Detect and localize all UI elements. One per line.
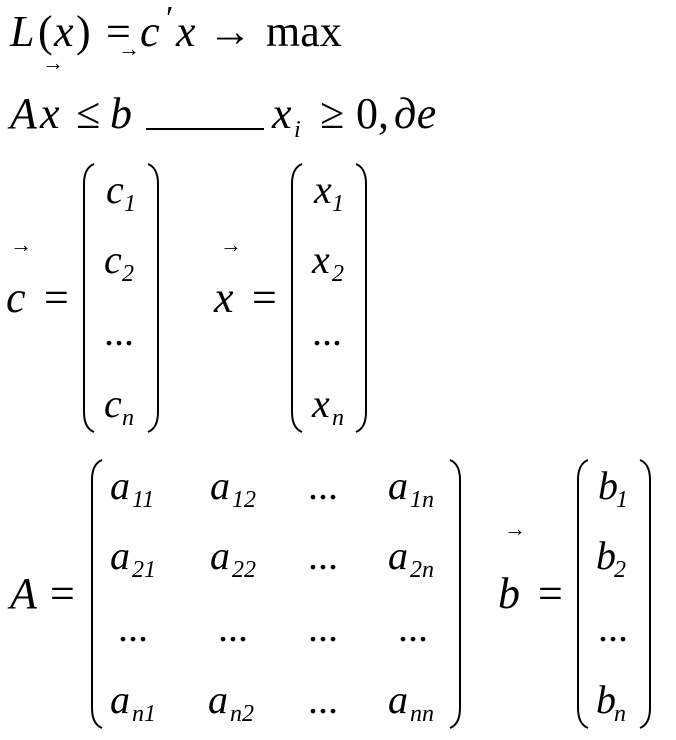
vector-arrow-icon: → bbox=[220, 232, 242, 257]
objective-prime: ′ bbox=[166, 0, 174, 37]
matrix-cell-base: a bbox=[208, 677, 228, 722]
vector-c-symbol: c bbox=[6, 273, 26, 322]
objective-open-paren: ( bbox=[38, 7, 53, 56]
matrix-cell-base: a bbox=[388, 533, 408, 578]
vector-entry-base: ... bbox=[312, 309, 342, 354]
constraint-xi: x bbox=[272, 89, 292, 138]
vector-entry-base: x bbox=[312, 237, 330, 282]
constraint-x: x bbox=[40, 89, 60, 138]
matrix-cell-base: a bbox=[210, 463, 230, 508]
vector-arrow-icon: → bbox=[42, 50, 64, 75]
matrix-cell-subscript: 22 bbox=[232, 557, 256, 583]
constraint-A: A bbox=[10, 89, 37, 138]
objective-x: x bbox=[54, 7, 74, 56]
matrix-a-symbol: A bbox=[10, 569, 37, 618]
vector-entry-base: c bbox=[104, 381, 122, 426]
vector-entry-base: c bbox=[106, 167, 124, 212]
vector-arrow-icon: → bbox=[504, 516, 526, 541]
objective-L: L bbox=[10, 7, 35, 56]
objective-c: c bbox=[140, 7, 160, 56]
constraint-underline bbox=[146, 128, 264, 130]
vector-entry-base: b bbox=[598, 463, 618, 508]
matrix-cell-subscript: 11 bbox=[132, 487, 155, 513]
right-paren-icon bbox=[355, 163, 367, 433]
matrix-cell-base: a bbox=[110, 463, 130, 508]
left-paren-icon bbox=[291, 163, 303, 433]
matrix-cell-subscript: 12 bbox=[232, 487, 256, 513]
matrix-cell-subscript: 1n bbox=[410, 487, 434, 513]
vector-entry-base: x bbox=[312, 381, 330, 426]
matrix-cell-subscript: 2n bbox=[410, 557, 434, 583]
objective-close-paren: ) bbox=[76, 7, 91, 56]
vector-b-symbol: b bbox=[498, 569, 520, 618]
vector-entry-base: ... bbox=[598, 605, 628, 650]
vector-arrow-icon: → bbox=[118, 36, 140, 61]
objective-arrow: → bbox=[208, 7, 252, 56]
vector-entry-base: x bbox=[314, 167, 332, 212]
matrix-cell-base: a bbox=[388, 463, 408, 508]
right-paren-icon bbox=[449, 459, 461, 729]
vector-entry-subscript: n bbox=[614, 701, 626, 727]
vector-entry-subscript: 1 bbox=[124, 191, 136, 217]
vector-entry-base: ... bbox=[104, 309, 134, 354]
vector-x-symbol: x bbox=[214, 273, 234, 322]
vector-entry-subscript: 2 bbox=[122, 261, 134, 287]
constraint-leq: ≤ bbox=[76, 89, 101, 138]
vector-b-equals: = bbox=[538, 569, 563, 618]
matrix-cell-base: a bbox=[110, 677, 130, 722]
constraint-zero: 0, bbox=[356, 89, 389, 138]
matrix-cell-subscript: nn bbox=[410, 701, 434, 727]
matrix-cell-base: ... bbox=[308, 605, 338, 650]
vector-arrow-icon: → bbox=[10, 232, 32, 257]
vector-entry-base: b bbox=[596, 533, 616, 578]
objective-max: max bbox=[266, 7, 342, 56]
matrix-cell-base: a bbox=[388, 677, 408, 722]
right-paren-icon bbox=[147, 163, 159, 433]
matrix-cell-subscript: 21 bbox=[132, 557, 156, 583]
matrix-cell-subscript: n2 bbox=[230, 701, 254, 727]
vector-entry-base: c bbox=[104, 237, 122, 282]
vector-entry-subscript: n bbox=[122, 405, 134, 431]
matrix-cell-base: a bbox=[210, 533, 230, 578]
matrix-cell-base: ... bbox=[308, 463, 338, 508]
matrix-cell-base: ... bbox=[118, 605, 148, 650]
left-paren-icon bbox=[83, 163, 95, 433]
left-paren-icon bbox=[91, 459, 103, 729]
matrix-cell-base: ... bbox=[308, 677, 338, 722]
matrix-cell-base: ... bbox=[398, 605, 428, 650]
objective-equals: = bbox=[106, 7, 131, 56]
vector-x-equals: = bbox=[252, 273, 277, 322]
matrix-cell-base: ... bbox=[308, 533, 338, 578]
vector-entry-subscript: n bbox=[332, 405, 344, 431]
vector-entry-subscript: 2 bbox=[332, 261, 344, 287]
constraint-b: b bbox=[110, 89, 132, 138]
right-paren-icon bbox=[639, 459, 651, 729]
vector-c-equals: = bbox=[44, 273, 69, 322]
vector-entry-subscript: 1 bbox=[332, 191, 344, 217]
vector-entry-subscript: 2 bbox=[614, 557, 626, 583]
matrix-cell-subscript: n1 bbox=[132, 701, 156, 727]
constraint-i-subscript: i bbox=[294, 117, 301, 143]
objective-x2: x bbox=[176, 7, 196, 56]
matrix-a-equals: = bbox=[50, 569, 75, 618]
vector-entry-subscript: 1 bbox=[616, 487, 628, 513]
matrix-cell-base: ... bbox=[218, 605, 248, 650]
constraint-de: де bbox=[394, 89, 437, 138]
left-paren-icon bbox=[577, 459, 589, 729]
vector-entry-base: b bbox=[596, 677, 616, 722]
constraint-geq: ≥ bbox=[320, 89, 345, 138]
matrix-cell-base: a bbox=[110, 533, 130, 578]
